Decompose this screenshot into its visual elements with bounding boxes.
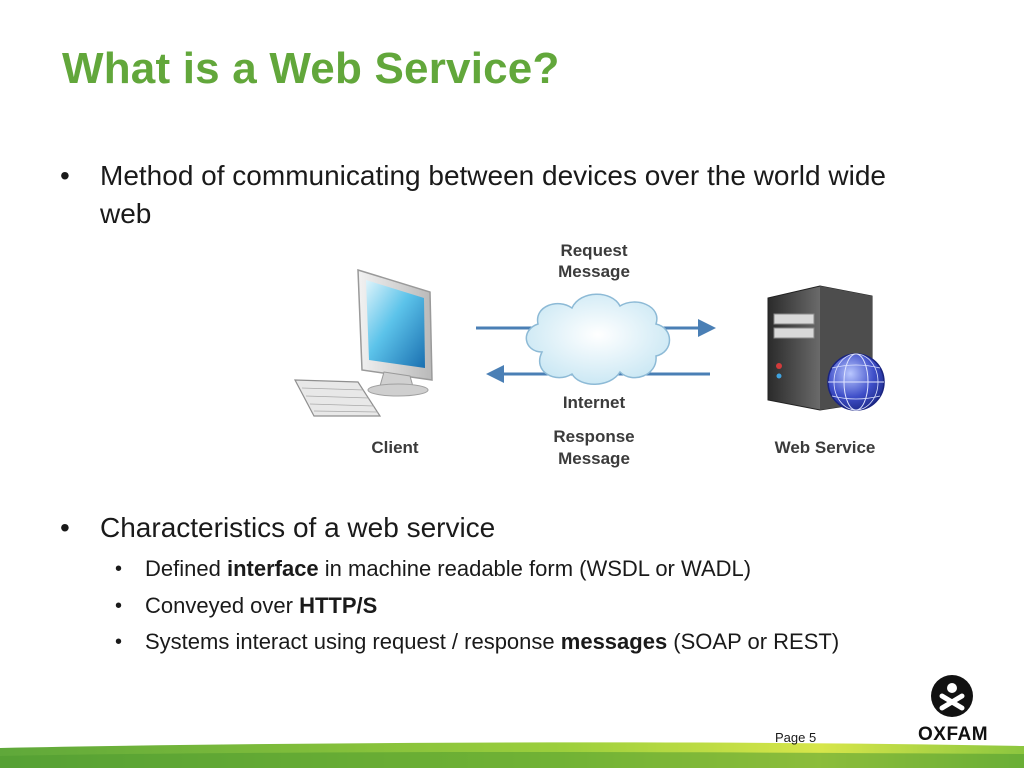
sub-bullet-text: Systems interact using request / respons… [145,629,561,654]
globe-icon [827,353,885,411]
oxfam-logo-icon [931,675,973,717]
internet-cloud-icon [525,293,671,385]
page-number: Page 5 [775,730,817,745]
bullet-dot: • [60,160,70,191]
sub-bullet-text: Conveyed over [145,593,300,618]
bullet-item: • Method of communicating between device… [60,157,920,233]
request-label: Request [560,241,627,260]
slide-title: What is a Web Service? [62,44,560,93]
sub-bullet-text: (SOAP or REST) [667,629,840,654]
client-label: Client [371,438,419,457]
sub-bullet-emphasis: messages [560,629,668,654]
bullet-text: Method of communicating between devices … [100,160,886,229]
sub-bullet-item: • Conveyed over HTTP/S [115,592,378,620]
response-label: Response [553,427,634,446]
web-service-label: Web Service [775,438,876,457]
client-computer-icon [293,268,433,417]
bullet-dot: • [115,595,123,617]
sub-bullet-text: Defined [145,556,227,581]
bullet-dot: • [115,631,123,653]
bullet-dot: • [115,558,123,580]
sub-bullet-emphasis: interface [226,556,319,581]
request-label: Message [558,262,630,281]
bullet-text: Characteristics of a web service [100,512,496,543]
sub-bullet-text: in machine readable form (WSDL or WADL) [318,556,752,581]
diagram-svg: Request Message Internet Response Messag… [293,241,885,468]
internet-label: Internet [563,393,626,412]
bullet-item: • Characteristics of a web service [60,509,920,547]
footer-wave-bar [0,742,1024,768]
response-label: Message [558,449,630,468]
sub-bullet-item: • Defined interface in machine readable … [115,555,752,583]
sub-bullet-emphasis: HTTP/S [299,593,378,618]
bullet-dot: • [60,512,70,543]
oxfam-logo-text: OXFAM [918,724,989,745]
sub-bullet-item: • Systems interact using request / respo… [115,628,840,656]
web-service-diagram: Request Message Internet Response Messag… [280,230,900,480]
